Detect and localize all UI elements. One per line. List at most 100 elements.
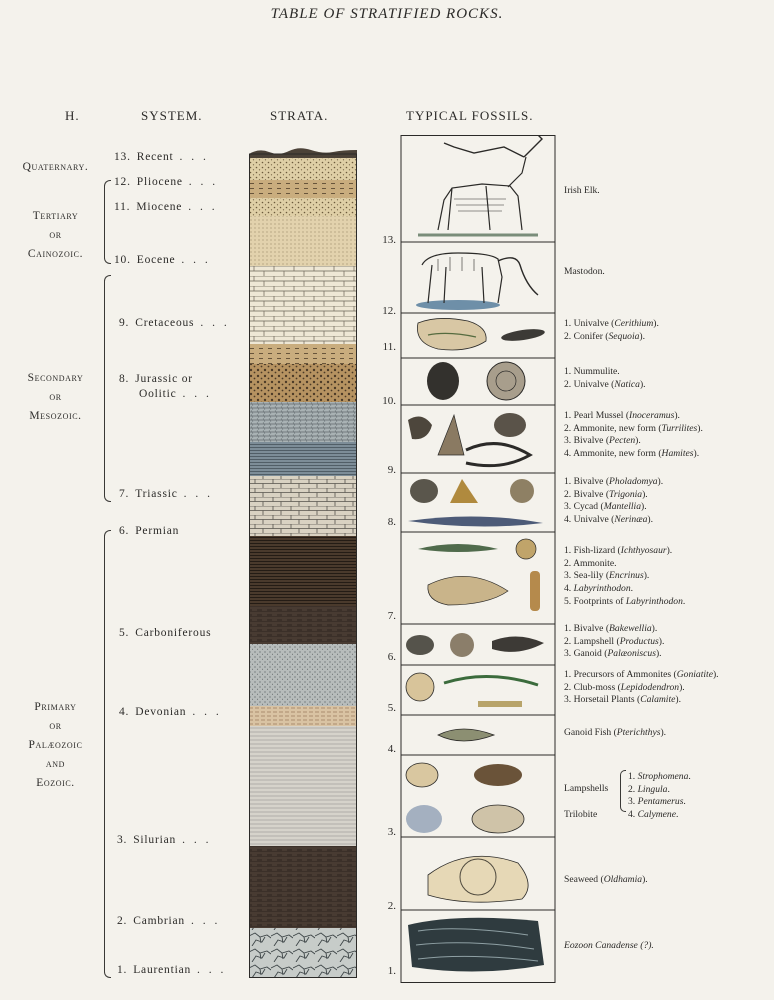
label-text: 2. Ammonite, new form ( [564, 422, 662, 434]
system-name: Cambrian [133, 915, 185, 927]
label-genus: Labyrinthodon [625, 595, 683, 607]
strata-layer-eocene [249, 216, 357, 266]
era-secondary-line2: or [49, 391, 62, 403]
system-number: 10. [114, 254, 131, 266]
strata-layer-miocene [249, 198, 357, 216]
leader-dots: . . . [182, 834, 212, 846]
label-text: . [630, 583, 634, 595]
brace-tertiary [104, 180, 111, 264]
lepidodendron [443, 675, 539, 687]
era-primary-line1: Primary [34, 701, 77, 713]
strata-layer-coal [249, 606, 357, 644]
system-name: Laurentian [133, 964, 192, 976]
era-secondary: Secondary or Mesozoic. [8, 369, 103, 426]
strata-layer-carboniferous [249, 644, 357, 706]
system-carboniferous: 5.Carboniferous [119, 626, 211, 641]
brace-primary [104, 530, 111, 978]
system-name: Devonian [135, 706, 187, 718]
system-number: 7. [119, 488, 130, 500]
label-text: 3. Bivalve ( [564, 435, 610, 447]
label-text: ). [655, 648, 662, 660]
strata-layer-cretaceous-lower [249, 344, 357, 364]
nerinaea [408, 516, 543, 527]
label-line: 1. Univalve (Cerithium). [564, 318, 659, 331]
system-number: 3. [117, 834, 128, 846]
label-text: 1. Bivalve ( [564, 623, 610, 634]
header-h: H. [65, 108, 80, 123]
system-number: 11. [114, 201, 131, 213]
label-text: 3. Horsetail Plants ( [564, 694, 641, 706]
label-genus: Lepidodendron [620, 681, 680, 693]
label-genus: Palæoniscus [607, 648, 656, 660]
label-genus: Bakewellia [609, 623, 652, 634]
label-genus: Trigonia [609, 488, 643, 500]
system-number: 12. [114, 176, 131, 188]
system-name: Cretaceous [135, 317, 195, 329]
label-line: 4. Ammonite, new form (Hamites). [564, 448, 703, 461]
label-text: ). [643, 570, 650, 582]
strata-layer-devonian-upper [249, 706, 357, 726]
label-text: ). [697, 422, 703, 434]
label-line: 3. Sea-lily (Encrinus). [564, 570, 685, 583]
pentamerus [406, 805, 442, 833]
calamite [478, 701, 522, 707]
label-text: . [667, 783, 670, 795]
era-tertiary-line1: Tertiary [32, 210, 79, 222]
pecten [494, 413, 526, 437]
label-panel-8: 1. Bivalve (Pholadomya). 2. Bivalve (Tri… [564, 476, 663, 527]
label-text: ). [639, 330, 646, 342]
label-line: 2. Univalve (Natica). [564, 379, 646, 392]
leader-dots: . . . [182, 388, 212, 400]
system-permian: 6.Permian [119, 524, 179, 539]
label-genus: Sequoia [608, 330, 640, 342]
label-line: 4. Calymene. [628, 809, 691, 822]
productus [450, 633, 474, 657]
leader-dots: . . . [181, 254, 211, 266]
label-text: 3. Cycad ( [564, 501, 604, 513]
panel-number: 3. [387, 826, 396, 838]
label-text: . [688, 771, 691, 782]
panel-number: 12. [382, 305, 396, 317]
label-line: 1. Pearl Mussel (Inoceramus). [564, 410, 703, 423]
labyrinthodon [427, 576, 509, 606]
elk-antlers [443, 135, 543, 158]
system-number: 6. [119, 525, 130, 537]
label-text: ). [679, 681, 685, 693]
nummulite [486, 361, 526, 401]
label-line: 2. Ammonite. [564, 557, 617, 569]
system-cretaceous: 9.Cretaceous. . . [119, 316, 230, 331]
label-line: 2. Club-moss (Lepidodendron). [564, 682, 719, 695]
system-name: Miocene [136, 201, 183, 213]
system-silurian: 3.Silurian. . . [117, 833, 211, 848]
irish-elk-illustration [418, 135, 543, 237]
label-genus: Pecten [609, 435, 636, 447]
label-lampshells: Lampshells [564, 783, 609, 794]
label-text: 1. Precursors of Ammonites ( [564, 669, 677, 680]
panel-2-illustration [427, 855, 529, 903]
label-panel-5: 1. Precursors of Ammonites (Goniatite). … [564, 669, 719, 707]
label-text: ). [712, 669, 719, 680]
label-panel-6: 1. Bivalve (Bakewellia). 2. Lampshell (P… [564, 623, 664, 661]
label-line: 2. Ammonite, new form (Turrilites). [564, 423, 703, 436]
label-genus: Calymene [637, 809, 676, 821]
panel-4-illustration [437, 728, 496, 742]
system-name: Triassic [135, 488, 178, 500]
era-primary: Primary or Palæozoic and Eozoic. [8, 698, 103, 793]
label-genus: Mantellia [603, 501, 642, 513]
label-text: Seaweed ( [564, 874, 604, 885]
era-tertiary-line3: Cainozoic. [27, 248, 84, 260]
panel-1-illustration [408, 917, 544, 972]
mantellia [510, 479, 534, 503]
label-genus: Pterichthys [616, 727, 661, 738]
strata-layer-triassic [249, 476, 357, 536]
panel-11-illustration [417, 318, 545, 351]
label-line: 3. Horsetail Plants (Calamite). [564, 694, 719, 707]
strata-border [249, 153, 357, 978]
label-text: ). [642, 874, 648, 885]
label-text: ). [639, 378, 646, 390]
label-text: 1. Pearl Mussel ( [564, 410, 630, 421]
panel-5-illustration [405, 672, 539, 707]
inoceramus [408, 416, 432, 440]
label-irish-elk: Irish Elk. [564, 185, 600, 196]
label-text: ). [641, 501, 647, 513]
